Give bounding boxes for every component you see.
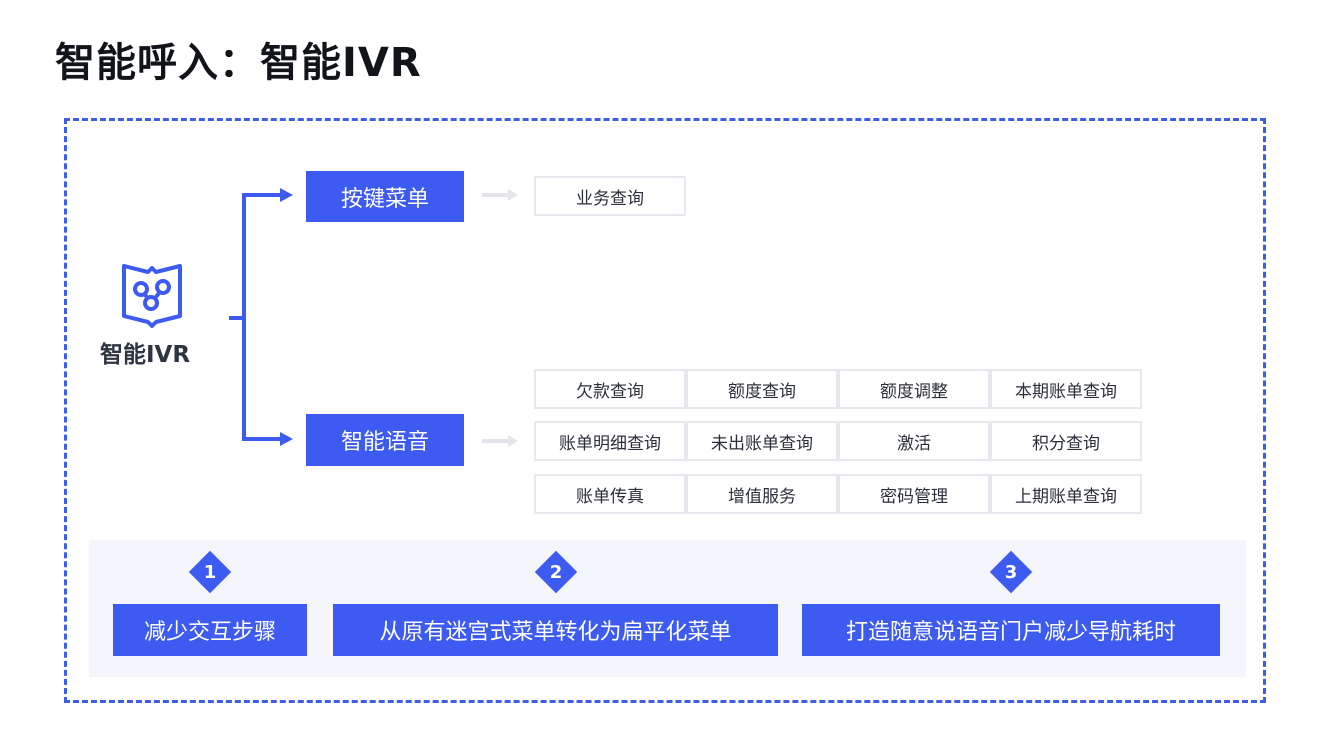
step-number: 1 [203, 561, 217, 583]
item-bill-fax: 账单传真 [534, 474, 686, 514]
benefit-fewer-steps: 减少交互步骤 [113, 604, 307, 656]
step-number: 3 [1004, 561, 1018, 583]
ivr-flow-icon [122, 264, 182, 328]
benefit-flatten-menu: 从原有迷宫式菜单转化为扁平化菜单 [333, 604, 778, 656]
root-label: 智能IVR [100, 342, 191, 368]
item-last-bill: 上期账单查询 [990, 474, 1142, 514]
item-bill-detail: 账单明细查询 [534, 421, 686, 461]
branch-keypad-menu: 按键菜单 [306, 171, 464, 222]
item-activate: 激活 [838, 421, 990, 461]
step-number: 2 [549, 561, 563, 583]
item-points-query: 积分查询 [990, 421, 1142, 461]
item-value-added: 增值服务 [686, 474, 838, 514]
item-current-bill: 本期账单查询 [990, 369, 1142, 409]
item-unbilled-query: 未出账单查询 [686, 421, 838, 461]
item-credit-query: 额度查询 [686, 369, 838, 409]
item-business-query: 业务查询 [534, 176, 686, 216]
item-password-mgmt: 密码管理 [838, 474, 990, 514]
diagram-frame [64, 118, 1266, 703]
item-credit-adjust: 额度调整 [838, 369, 990, 409]
step-badge-2: 2 [534, 550, 578, 594]
page-title: 智能呼入：智能IVR [55, 40, 422, 86]
item-debt-query: 欠款查询 [534, 369, 686, 409]
step-badge-3: 3 [989, 550, 1033, 594]
benefit-voice-portal: 打造随意说语音门户减少导航耗时 [802, 604, 1220, 656]
step-badge-1: 1 [188, 550, 232, 594]
branch-smart-voice: 智能语音 [306, 414, 464, 466]
